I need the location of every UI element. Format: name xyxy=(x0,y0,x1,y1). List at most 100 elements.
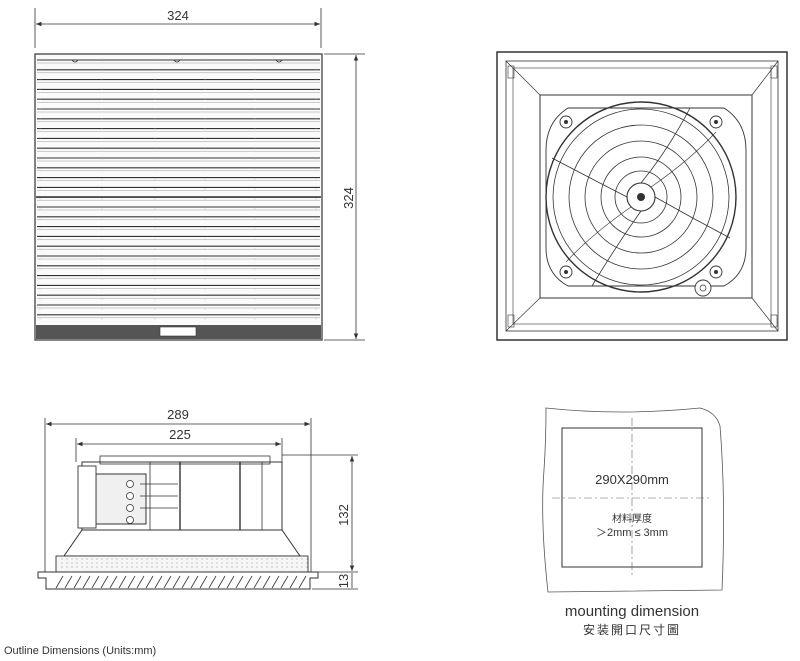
filter-dot xyxy=(231,558,233,560)
filter-dot xyxy=(206,566,208,568)
filter-dot xyxy=(211,558,213,560)
filter-dot xyxy=(91,566,93,568)
grille-label-slot xyxy=(159,326,197,337)
filter-dot xyxy=(96,566,98,568)
cable-gland xyxy=(694,279,712,297)
filter-dot xyxy=(106,558,108,560)
filter-dot xyxy=(86,558,88,560)
flange-louver xyxy=(73,575,82,589)
filter-dot xyxy=(196,562,198,564)
filter-dot xyxy=(86,562,88,564)
filter-dot xyxy=(76,562,78,564)
filter-dot xyxy=(151,558,153,560)
flange-louver xyxy=(82,575,91,589)
filter-dot xyxy=(116,558,118,560)
filter-dot xyxy=(196,566,198,568)
filter-dot xyxy=(246,566,248,568)
mounting-view: 290X290mm 材料厚度 ＞2mm ≤ 3mm mounting dimen… xyxy=(542,407,724,637)
terminal-screws xyxy=(126,480,134,524)
filter-dot xyxy=(76,566,78,568)
flange-louver xyxy=(154,575,163,589)
flange-louver xyxy=(55,575,64,589)
height-label: 132 xyxy=(336,504,351,526)
filter-dot xyxy=(291,558,293,560)
filter-dot xyxy=(151,562,153,564)
filter-dots xyxy=(61,558,308,568)
side-view: 289 225 132 13 xyxy=(37,407,358,590)
rear-view xyxy=(496,51,788,341)
filter-dot xyxy=(116,562,118,564)
filter-dot xyxy=(286,562,288,564)
flange-louver xyxy=(208,575,217,589)
filter-dot xyxy=(61,558,63,560)
material-thickness-label: 材料厚度 xyxy=(612,512,652,525)
fan-guard-outer xyxy=(545,101,737,293)
mounting-title-en: mounting dimension xyxy=(565,603,699,620)
filter-dot xyxy=(66,566,68,568)
filter-dot xyxy=(121,562,123,564)
filter-dot xyxy=(126,558,128,560)
flange-louver xyxy=(118,575,127,589)
filter-dot xyxy=(121,558,123,560)
filter-dot xyxy=(181,566,183,568)
filter-dot xyxy=(306,566,308,568)
filter-dot xyxy=(211,562,213,564)
filter-dot xyxy=(161,562,163,564)
filter-media xyxy=(55,555,309,573)
filter-dot xyxy=(146,566,148,568)
filter-dot xyxy=(81,566,83,568)
filter-dot xyxy=(226,562,228,564)
filter-dot xyxy=(146,558,148,560)
flange-louver xyxy=(100,575,109,589)
filter-dot xyxy=(101,562,103,564)
filter-dot xyxy=(101,558,103,560)
filter-dot xyxy=(156,566,158,568)
filter-dot xyxy=(206,558,208,560)
filter-dot xyxy=(176,558,178,560)
flange-louver xyxy=(190,575,199,589)
flange-louver xyxy=(280,575,289,589)
filter-dot xyxy=(251,558,253,560)
filter-dot xyxy=(106,562,108,564)
filter-dot xyxy=(196,558,198,560)
filter-dot xyxy=(236,562,238,564)
filter-dot xyxy=(241,566,243,568)
inner-width-label: 225 xyxy=(169,427,191,442)
flange-louver xyxy=(127,575,136,589)
flange-louver xyxy=(199,575,208,589)
filter-dot xyxy=(66,562,68,564)
filter-dot xyxy=(266,566,268,568)
flange-louver xyxy=(172,575,181,589)
flange-label: 13 xyxy=(336,574,351,588)
filter-dot xyxy=(186,566,188,568)
filter-dot xyxy=(286,566,288,568)
filter-dot xyxy=(186,562,188,564)
filter-dot xyxy=(231,566,233,568)
filter-dot xyxy=(161,558,163,560)
filter-dot xyxy=(291,566,293,568)
filter-dot xyxy=(251,566,253,568)
side-housing xyxy=(63,529,301,557)
width-dimension-label: 324 xyxy=(167,8,189,23)
flange-louver xyxy=(91,575,100,589)
filter-dot xyxy=(271,562,273,564)
flange-louver xyxy=(298,575,307,589)
flange-louver xyxy=(109,575,118,589)
filter-dot xyxy=(131,562,133,564)
filter-dot xyxy=(136,558,138,560)
filter-dot xyxy=(206,562,208,564)
thickness-range-label: ＞2mm ≤ 3mm xyxy=(596,527,668,539)
filter-dot xyxy=(166,558,168,560)
filter-dot xyxy=(81,558,83,560)
flange-louver xyxy=(163,575,172,589)
filter-dot xyxy=(301,566,303,568)
filter-dot xyxy=(246,558,248,560)
filter-dot xyxy=(301,558,303,560)
filter-dot xyxy=(271,558,273,560)
filter-dot xyxy=(66,558,68,560)
wall-panel-outline xyxy=(542,407,724,593)
filter-dot xyxy=(296,566,298,568)
flange-louver xyxy=(271,575,280,589)
filter-dot xyxy=(166,562,168,564)
cutout-size-label: 290X290mm xyxy=(595,472,669,487)
